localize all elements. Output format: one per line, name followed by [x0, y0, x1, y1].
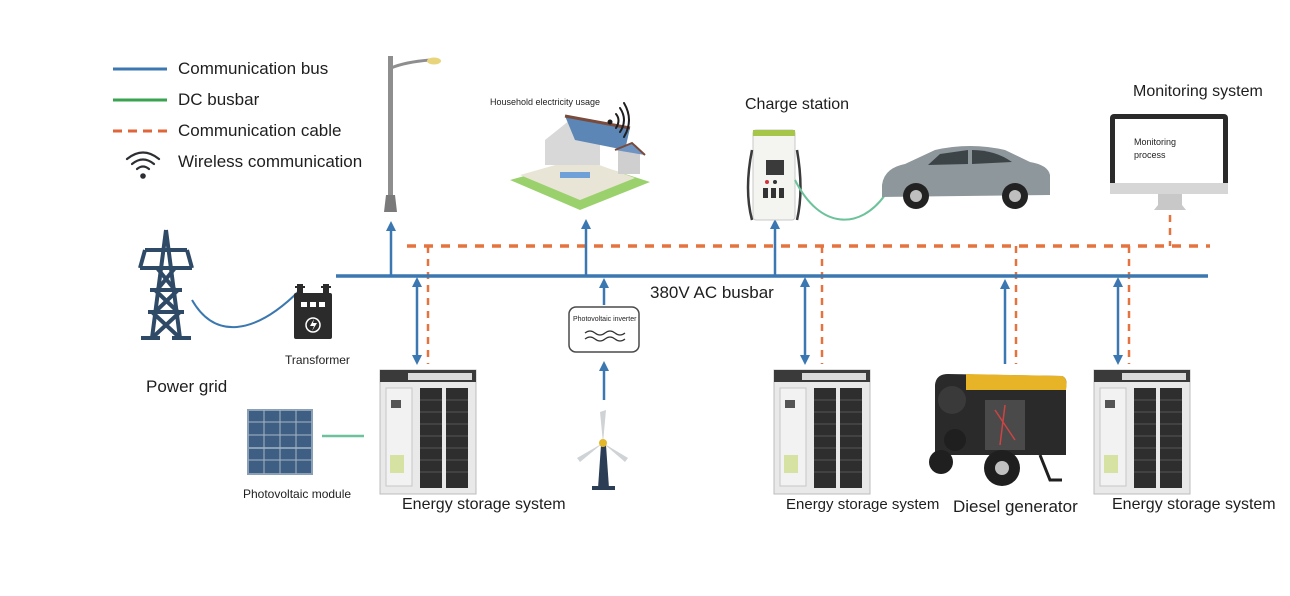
pv-inverter-icon: [568, 306, 640, 353]
diesel-generator-label: Diesel generator: [953, 497, 1078, 516]
energy-storage-cabinet-icon-1: [379, 369, 477, 495]
wifi-icon: [125, 151, 161, 179]
legend-label-dc-busbar: DC busbar: [178, 90, 260, 109]
ess-1-label: Energy storage system: [402, 496, 566, 513]
communication-cable-lines: [407, 215, 1210, 364]
household-icon: [510, 114, 650, 210]
energy-storage-cabinet-icon-2: [773, 369, 871, 495]
charge-station-label: Charge station: [745, 96, 850, 113]
busbar-label: 380V AC busbar: [650, 283, 774, 302]
pv-module-label: Photovoltaic module: [243, 487, 352, 501]
monitor-icon: [1110, 114, 1228, 210]
transformer-icon: [294, 284, 332, 339]
transmission-tower-icon: [138, 229, 194, 340]
legend-label-communication-cable: Communication cable: [178, 121, 342, 140]
monitoring-system-label: Monitoring system: [1133, 83, 1263, 100]
grid-cable: [191, 289, 301, 329]
household-wifi-icon: [607, 102, 630, 138]
energy-storage-cabinet-icon-3: [1093, 369, 1191, 495]
wind-turbine-icon: [577, 410, 628, 490]
ess-2-label: Energy storage system: [786, 496, 940, 513]
electric-car-icon: [882, 146, 1050, 209]
power-grid-label: Power grid: [146, 377, 228, 396]
street-light-icon: [384, 56, 441, 212]
ess-3-label: Energy storage system: [1112, 496, 1276, 513]
charging-cable: [794, 179, 886, 221]
charge-station-icon: [746, 129, 802, 221]
monitoring-screen-text: Monitoring process: [1134, 137, 1177, 160]
pv-inverter-label: Photovoltaic inverter: [573, 316, 637, 323]
legend-label-communication-bus: Communication bus: [178, 59, 329, 78]
transformer-label: Transformer: [285, 353, 350, 367]
bus-connectors: [386, 219, 1123, 400]
household-label: Household electricity usage: [490, 97, 601, 107]
pv-module-icon: [247, 409, 313, 475]
legend-label-wireless-communication: Wireless communication: [178, 152, 363, 171]
legend: [113, 67, 167, 179]
diesel-generator-icon: [929, 374, 1067, 486]
